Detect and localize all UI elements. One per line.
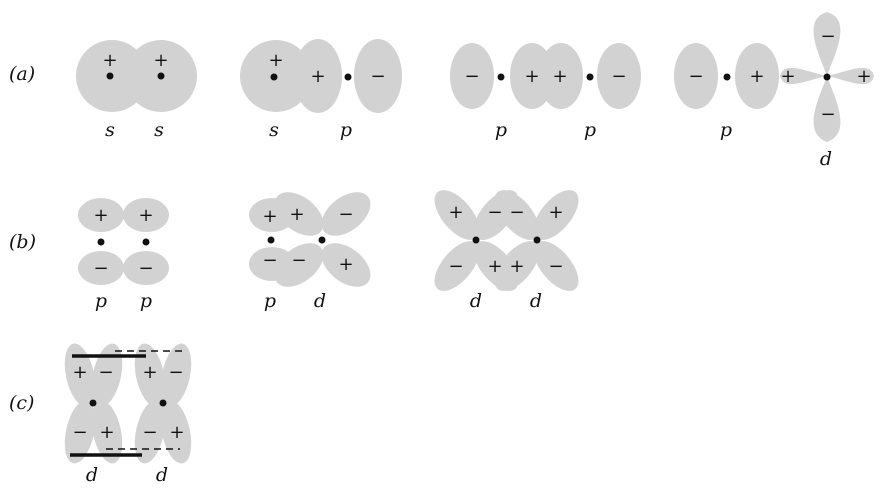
phase-sign: −: [262, 250, 277, 271]
nucleus: [724, 74, 731, 81]
phase-sign: +: [142, 362, 157, 383]
row-a-s-p-overlap: + + − s p: [240, 39, 402, 141]
phase-sign: +: [102, 50, 117, 71]
row-b-p-d-overlap: + + − − − + p d: [249, 183, 379, 312]
phase-sign: +: [780, 66, 795, 87]
nucleus: [345, 74, 352, 81]
nucleus: [98, 239, 105, 246]
phase-sign: −: [820, 104, 835, 125]
nucleus: [319, 237, 326, 244]
phase-sign: −: [370, 66, 385, 87]
phase-sign: −: [338, 204, 353, 225]
row-b-p-p-overlap: + + − − p p: [78, 198, 169, 312]
nucleus: [824, 74, 831, 81]
orbital-label: p: [264, 290, 276, 312]
phase-sign: −: [448, 256, 463, 277]
orbital-label: p: [95, 290, 107, 312]
phase-sign: −: [688, 66, 703, 87]
row-c-label: (c): [9, 392, 34, 414]
phase-sign: +: [169, 422, 184, 443]
row-a-p-p-overlap: − + + − p p: [450, 43, 641, 141]
phase-sign: +: [487, 256, 502, 277]
orbital-label: p: [720, 119, 732, 141]
phase-sign: +: [310, 66, 325, 87]
row-a-label: (a): [9, 63, 35, 85]
orbital-label: p: [584, 119, 596, 141]
nucleus: [587, 74, 594, 81]
phase-sign: −: [291, 250, 306, 271]
phase-sign: +: [99, 422, 114, 443]
phase-sign: +: [93, 205, 108, 226]
nucleus: [473, 237, 480, 244]
orbital-label: s: [269, 119, 279, 141]
orbital-label: d: [156, 464, 168, 486]
orbital-label: s: [154, 119, 164, 141]
row-a-p-d-overlap: − + + − + − p d: [674, 12, 874, 170]
phase-sign: +: [856, 66, 871, 87]
phase-sign: −: [820, 26, 835, 47]
orbital-label: d: [86, 464, 98, 486]
nucleus: [143, 239, 150, 246]
orbital-label: d: [470, 290, 482, 312]
phase-sign: +: [338, 254, 353, 275]
orbital-label: d: [530, 290, 542, 312]
nucleus: [268, 237, 275, 244]
nucleus: [107, 73, 114, 80]
phase-sign: +: [548, 202, 563, 223]
nucleus: [498, 74, 505, 81]
phase-sign: +: [289, 204, 304, 225]
phase-sign: −: [509, 202, 524, 223]
row-b-d-d-overlap: + − − + − + + − d d: [426, 182, 587, 312]
nucleus: [534, 237, 541, 244]
phase-sign: +: [749, 66, 764, 87]
phase-sign: +: [524, 66, 539, 87]
orbital-label: d: [820, 148, 832, 170]
phase-sign: −: [611, 66, 626, 87]
phase-sign: +: [262, 206, 277, 227]
phase-sign: −: [168, 362, 183, 383]
nucleus: [90, 400, 97, 407]
phase-sign: +: [138, 205, 153, 226]
orbital-label: p: [495, 119, 507, 141]
phase-sign: +: [552, 66, 567, 87]
phase-sign: −: [98, 362, 113, 383]
nucleus: [271, 74, 278, 81]
nucleus: [158, 73, 165, 80]
row-a-s-s-overlap: + + s s: [76, 40, 197, 141]
phase-sign: −: [72, 422, 87, 443]
nucleus: [160, 400, 167, 407]
phase-sign: −: [548, 256, 563, 277]
orbital-label: d: [314, 290, 326, 312]
row-c-d-d-overlap: + − + − − + − + d d: [60, 341, 197, 486]
phase-sign: +: [72, 362, 87, 383]
phase-sign: +: [448, 202, 463, 223]
phase-sign: −: [464, 66, 479, 87]
orbital-label: s: [105, 119, 115, 141]
phase-sign: +: [153, 50, 168, 71]
phase-sign: −: [487, 202, 502, 223]
phase-sign: −: [138, 258, 153, 279]
orbital-label: p: [340, 119, 352, 141]
phase-sign: +: [509, 256, 524, 277]
phase-sign: +: [268, 50, 283, 71]
phase-sign: −: [142, 422, 157, 443]
orbital-label: p: [140, 290, 152, 312]
phase-sign: −: [93, 258, 108, 279]
row-b-label: (b): [9, 231, 36, 253]
